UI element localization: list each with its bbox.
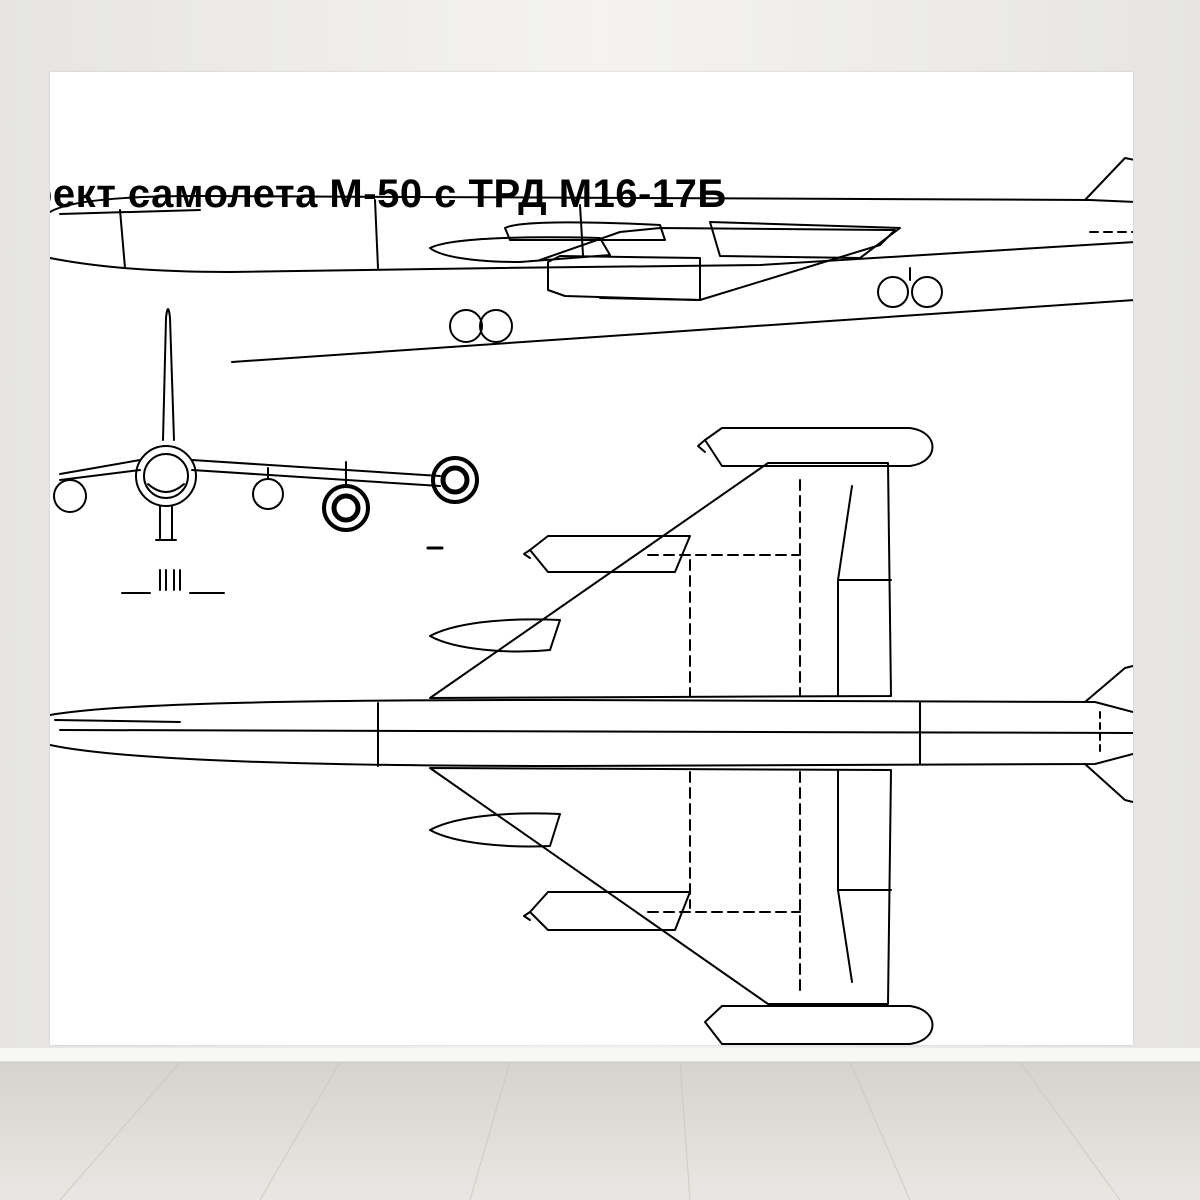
side-front-wheel (479, 309, 513, 343)
top-wing-upper-flap (837, 485, 853, 697)
side-engine-tail (709, 221, 901, 259)
side-rear-wheel (877, 276, 909, 308)
top-fuselage-centerline (59, 729, 1133, 734)
side-cockpit-line (59, 209, 201, 215)
front-fuselage-inner (143, 453, 189, 499)
top-engine-tip-upper-nose (697, 439, 706, 453)
drawing-title: оект самолета М-50 с ТРД М16-17Б (50, 172, 727, 216)
top-engine-inner-lower (529, 891, 691, 931)
side-vertical-fin (1084, 157, 1133, 201)
top-pod-upper (429, 618, 561, 653)
front-engine-outer-left (53, 479, 87, 513)
side-view (50, 157, 1133, 363)
top-wing-lower (429, 767, 892, 1005)
top-fuselage-upper (50, 699, 1133, 716)
side-rear-wheel (911, 276, 943, 308)
front-wing-left (59, 459, 141, 481)
side-fuselage (50, 195, 1133, 273)
top-tailplane-lower (1084, 763, 1133, 803)
baseboard (0, 1048, 1200, 1062)
front-view (53, 308, 479, 594)
front-engine-right-outer (431, 456, 479, 504)
side-ground-line (231, 299, 1133, 363)
front-vertical-fin (162, 308, 175, 441)
top-engine-inner-upper-nose (523, 549, 531, 559)
top-engine-tip-lower (704, 1005, 934, 1045)
side-engine-pod-front (429, 236, 611, 263)
aircraft-drawing-mural: оект самолета М-50 с ТРД М16-17Б (50, 72, 1133, 1045)
front-gear (155, 505, 177, 541)
side-engine-rear (547, 255, 701, 301)
top-wing-upper (429, 462, 892, 699)
front-wing-right (191, 459, 441, 487)
side-panel-line (579, 204, 584, 256)
top-engine-inner-lower-nose (523, 911, 531, 921)
top-engine-tip-upper (704, 427, 934, 467)
side-engine-nacelle (504, 221, 666, 241)
top-tailplane-upper (1084, 665, 1133, 703)
top-view (50, 427, 1133, 1045)
top-wing-lower-flap (837, 769, 853, 983)
top-pod-lower (429, 812, 561, 848)
floor (0, 1062, 1200, 1200)
top-nose-detail (54, 719, 181, 723)
floor-planks (0, 1061, 1200, 1200)
front-fuselage-ring (135, 445, 197, 507)
front-engine-right-inner (322, 461, 370, 532)
top-fuselage-lower (50, 744, 1133, 767)
side-panel-line (374, 199, 379, 269)
front-cockpit-arc (147, 483, 185, 493)
side-panel-line (119, 209, 126, 269)
top-engine-inner-upper (529, 535, 691, 573)
front-wheels (159, 569, 181, 591)
m50-three-view-drawing (50, 157, 1133, 1045)
front-engine-left (252, 478, 284, 510)
side-front-wheel (449, 309, 483, 343)
